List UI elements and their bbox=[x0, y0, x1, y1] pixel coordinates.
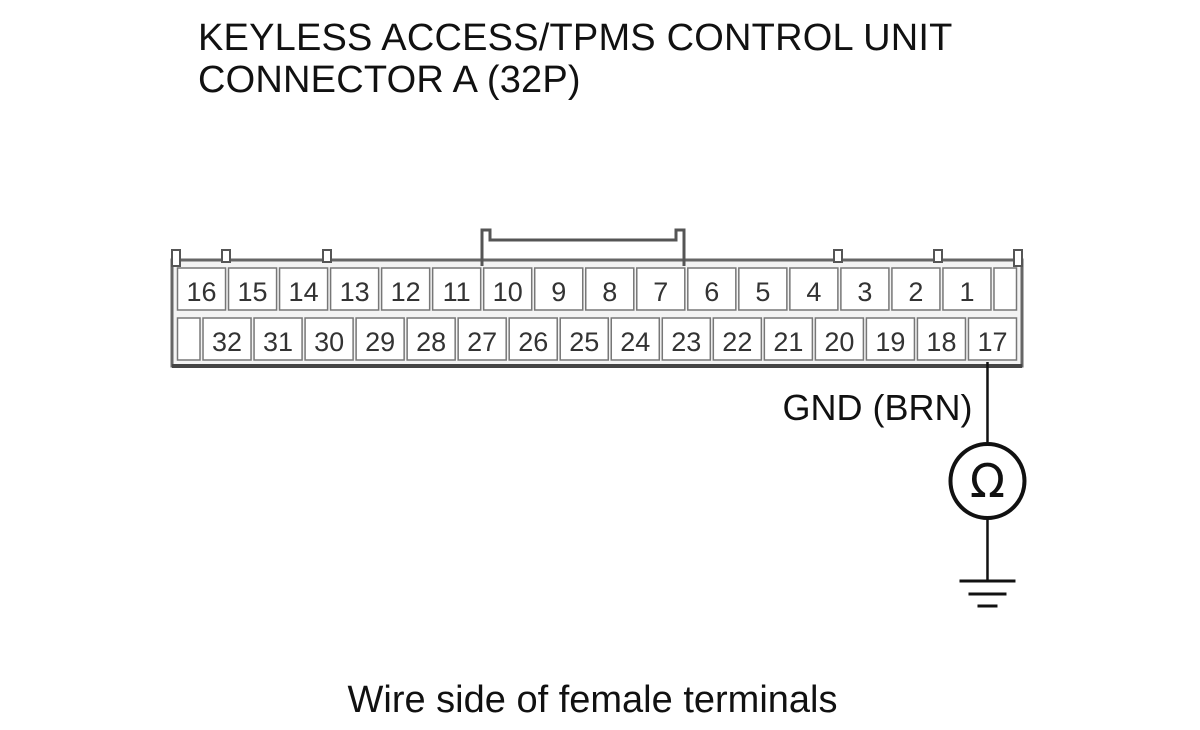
locking-bump bbox=[221, 249, 231, 263]
terminal-cavity bbox=[304, 317, 354, 361]
terminal-cavity bbox=[661, 317, 712, 361]
terminal-number: 16 bbox=[186, 277, 216, 307]
terminal-number: 20 bbox=[824, 327, 854, 357]
terminal-number: 29 bbox=[365, 327, 395, 357]
terminal-cavity bbox=[891, 267, 941, 311]
terminal-number: 11 bbox=[443, 277, 471, 307]
terminal-number: 31 bbox=[263, 327, 293, 357]
terminal-cavity bbox=[993, 267, 1018, 311]
terminal-number: 25 bbox=[569, 327, 599, 357]
terminal-cavity bbox=[176, 267, 227, 311]
terminal-cavity bbox=[967, 317, 1018, 361]
locking-bump bbox=[833, 249, 843, 263]
terminal-cavity bbox=[814, 317, 865, 361]
terminal-number: 18 bbox=[926, 327, 956, 357]
caption: Wire side of female terminals bbox=[347, 679, 838, 721]
terminal-cavity bbox=[227, 267, 278, 311]
terminal-number: 30 bbox=[314, 327, 344, 357]
terminal-cavity bbox=[559, 317, 610, 361]
terminal-cavity bbox=[482, 267, 533, 311]
terminal-cavity bbox=[355, 317, 405, 361]
terminal-number: 1 bbox=[959, 277, 974, 307]
terminal-cavity bbox=[738, 267, 788, 311]
terminal-number: 15 bbox=[238, 277, 268, 307]
terminal-number: 17 bbox=[977, 327, 1007, 357]
terminal-cavity bbox=[942, 267, 992, 311]
terminal-number: 4 bbox=[806, 277, 821, 307]
terminal-number: 9 bbox=[551, 277, 566, 307]
terminal-number: 5 bbox=[755, 277, 770, 307]
terminal-number: 26 bbox=[518, 327, 548, 357]
terminal-number: 28 bbox=[416, 327, 446, 357]
terminal-cavity bbox=[916, 317, 967, 361]
terminal-cavity bbox=[202, 317, 252, 361]
terminal-cavity bbox=[687, 267, 737, 311]
housing-corner-post bbox=[1013, 249, 1023, 267]
terminal-number: 3 bbox=[857, 277, 872, 307]
terminal-cavity bbox=[636, 267, 686, 311]
terminal-cavity bbox=[508, 317, 558, 361]
terminal-number: 10 bbox=[493, 277, 523, 307]
housing-corner-post bbox=[171, 249, 181, 267]
terminal-cavity bbox=[457, 317, 507, 361]
terminal-cavity bbox=[789, 267, 839, 311]
ground-icon bbox=[959, 579, 1016, 608]
terminal-cavity bbox=[610, 317, 661, 361]
title-line-2: CONNECTOR A (32P) bbox=[198, 59, 581, 101]
terminal-number: 27 bbox=[467, 327, 497, 357]
terminal-number: 21 bbox=[773, 327, 803, 357]
terminal-cavity bbox=[865, 317, 916, 361]
terminal-number: 2 bbox=[908, 277, 923, 307]
wire-label: GND (BRN) bbox=[783, 387, 973, 428]
terminal-number: 19 bbox=[875, 327, 905, 357]
terminal-number: 13 bbox=[340, 277, 370, 307]
terminal-cavity bbox=[584, 267, 635, 311]
terminal-number: 6 bbox=[704, 277, 719, 307]
terminal-cavity bbox=[840, 267, 890, 311]
terminal-cavity bbox=[533, 267, 584, 311]
locking-bump bbox=[322, 249, 332, 263]
title-line-1: KEYLESS ACCESS/TPMS CONTROL UNIT bbox=[198, 17, 953, 59]
ohmmeter-probe: GND (BRN) Ω bbox=[783, 362, 1027, 608]
center-latch bbox=[480, 228, 686, 266]
terminal-cavity bbox=[763, 317, 814, 361]
terminal-cavity bbox=[712, 317, 763, 361]
terminal-cavity bbox=[253, 317, 303, 361]
terminal-cavity bbox=[176, 317, 201, 361]
terminal-cavity bbox=[431, 267, 482, 311]
terminal-number: 12 bbox=[391, 277, 421, 307]
terminal-cavity bbox=[329, 267, 380, 311]
terminal-number: 14 bbox=[289, 277, 319, 307]
terminal-number: 7 bbox=[653, 277, 668, 307]
terminal-number: 23 bbox=[671, 327, 701, 357]
locking-bump bbox=[933, 249, 943, 263]
terminal-number: 24 bbox=[620, 327, 650, 357]
terminal-cavity bbox=[406, 317, 456, 361]
terminal-number: 8 bbox=[602, 277, 617, 307]
terminal-number: 22 bbox=[722, 327, 752, 357]
ohm-symbol: Ω bbox=[970, 454, 1005, 508]
terminal-number: 32 bbox=[212, 327, 242, 357]
terminal-cavity bbox=[278, 267, 329, 311]
terminal-cavity bbox=[380, 267, 431, 311]
